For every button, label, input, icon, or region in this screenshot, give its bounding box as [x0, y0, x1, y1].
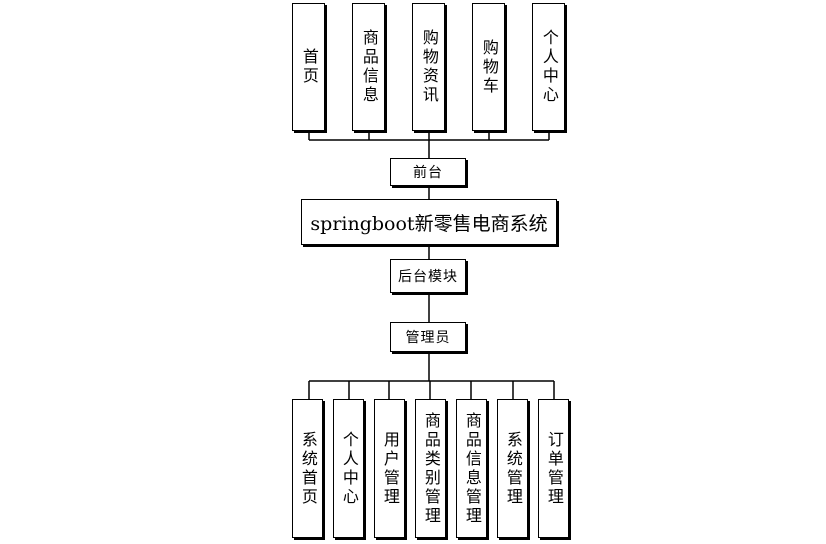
backend-module-user-management: 用户管理 — [374, 399, 405, 538]
system-title: springboot新零售电商系统 — [310, 212, 548, 235]
frontend-label: 前台 — [413, 165, 443, 181]
module-label: 首页 — [299, 48, 319, 86]
module-label: 购物车 — [479, 38, 499, 96]
module-label: 系统首页 — [298, 430, 318, 507]
module-label: 用户管理 — [380, 430, 400, 507]
backend-module-system-home: 系统首页 — [292, 399, 323, 538]
frontend-module-product-info: 商品信息 — [352, 3, 385, 131]
backend-module-product-management: 商品信息管理 — [456, 399, 487, 538]
frontend-module-home: 首页 — [292, 3, 325, 131]
frontend-module-cart: 购物车 — [472, 3, 505, 131]
system-title-node: springboot新零售电商系统 — [301, 199, 557, 245]
module-label: 订单管理 — [544, 430, 564, 507]
backend-module-personal-center: 个人中心 — [333, 399, 364, 538]
module-label: 商品信息管理 — [462, 411, 482, 526]
backend-label: 后台模块 — [398, 269, 458, 285]
admin-label: 管理员 — [405, 330, 451, 346]
module-label: 商品信息 — [359, 29, 379, 105]
module-label: 购物资讯 — [419, 29, 439, 105]
module-label: 个人中心 — [339, 430, 359, 507]
backend-module-category-management: 商品类别管理 — [415, 399, 446, 538]
backend-node: 后台模块 — [390, 259, 466, 293]
backend-module-system-management: 系统管理 — [497, 399, 528, 538]
module-label: 系统管理 — [503, 430, 523, 507]
frontend-module-shopping-news: 购物资讯 — [412, 3, 445, 131]
backend-module-order-management: 订单管理 — [538, 399, 569, 538]
frontend-module-personal-center: 个人中心 — [532, 3, 565, 131]
module-label: 个人中心 — [539, 29, 559, 105]
module-label: 商品类别管理 — [421, 411, 441, 526]
frontend-node: 前台 — [390, 158, 466, 186]
admin-node: 管理员 — [390, 322, 466, 352]
